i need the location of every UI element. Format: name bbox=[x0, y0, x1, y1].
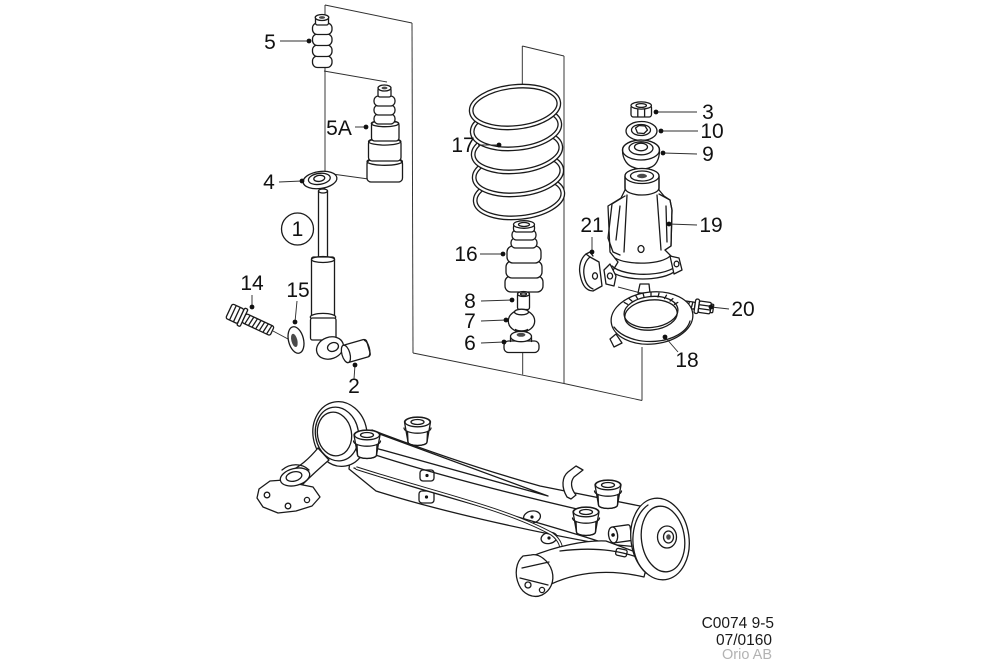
part-17-coil-spring bbox=[468, 83, 566, 221]
part-8-spacer bbox=[516, 290, 531, 311]
part-5-bump-stop bbox=[311, 13, 333, 69]
trailing-arm bbox=[527, 540, 650, 591]
callout-7: 7 bbox=[464, 310, 476, 333]
left-damper-cup bbox=[352, 429, 382, 460]
footer: C0074 9-5 07/0160 Orio AB bbox=[702, 615, 774, 663]
callout-8: 8 bbox=[464, 290, 476, 313]
brand-credit: Orio AB bbox=[722, 647, 772, 663]
part-16-bump-stop bbox=[504, 220, 544, 293]
part-14-bolt bbox=[225, 303, 275, 336]
part-7-bushing bbox=[507, 308, 536, 333]
callout-4: 4 bbox=[263, 171, 275, 194]
part-3-nut bbox=[630, 101, 653, 118]
part-10-washer bbox=[625, 120, 658, 142]
part-18-seat-ring bbox=[609, 291, 694, 348]
right-spring-cup bbox=[593, 479, 623, 510]
callout-14: 14 bbox=[240, 272, 264, 295]
right-damper-cup bbox=[571, 506, 601, 537]
callout-16: 16 bbox=[454, 243, 477, 266]
pivot-bushing bbox=[607, 524, 633, 544]
callout-15: 15 bbox=[286, 279, 309, 302]
part-4-washer bbox=[302, 170, 338, 190]
callout-5: 5 bbox=[264, 31, 276, 54]
callout-3: 3 bbox=[702, 101, 714, 124]
part-9-bearing bbox=[621, 139, 661, 170]
part-5a-bump-stop bbox=[366, 84, 404, 183]
left-spring-cup bbox=[403, 416, 432, 447]
callout-1-circle bbox=[280, 212, 315, 246]
callout-leaders bbox=[249, 38, 730, 380]
callout-21: 21 bbox=[580, 214, 603, 237]
callout-17: 17 bbox=[451, 134, 474, 157]
part-2-sleeve bbox=[340, 338, 371, 364]
part-19-strut-housing bbox=[603, 167, 683, 294]
part-21-bracket bbox=[578, 251, 603, 292]
drawing-revision: 07/0160 bbox=[716, 632, 772, 649]
ring-serrations bbox=[623, 291, 679, 305]
axle-beam-assembly bbox=[256, 401, 690, 598]
part-15-washer bbox=[287, 326, 305, 354]
callout-1: 1 bbox=[292, 218, 304, 241]
callout-2: 2 bbox=[348, 375, 360, 398]
callout-labels: 5 5A 4 1 14 15 2 17 16 8 7 6 3 10 9 19 2… bbox=[240, 31, 754, 398]
callout-9: 9 bbox=[702, 143, 714, 166]
part-6-bushing bbox=[503, 330, 540, 354]
knuckle bbox=[515, 554, 554, 598]
drawing-code: C0074 9-5 bbox=[702, 615, 774, 632]
callout-6: 6 bbox=[464, 332, 476, 355]
cable-hook bbox=[562, 465, 584, 500]
callout-20: 20 bbox=[731, 298, 754, 321]
right-brake-drum bbox=[630, 497, 690, 581]
callout-18: 18 bbox=[675, 349, 698, 372]
callout-10: 10 bbox=[700, 120, 723, 143]
assembly-axis-line-14 bbox=[272, 330, 289, 340]
callout-5a: 5A bbox=[326, 117, 352, 140]
callout-19: 19 bbox=[699, 214, 722, 237]
left-brake-drum bbox=[312, 401, 368, 467]
part-1-shock-absorber bbox=[309, 188, 345, 360]
front-mount-bracket bbox=[256, 464, 321, 514]
